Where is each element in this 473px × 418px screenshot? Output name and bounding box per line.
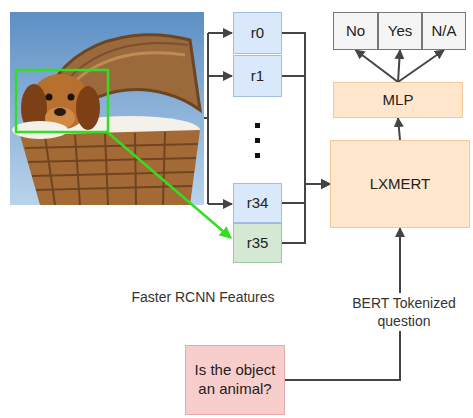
region-feature: r35 xyxy=(233,223,282,263)
caption-label: Faster RCNN Features xyxy=(115,287,291,307)
node-text: No xyxy=(346,22,365,41)
connector-arrow xyxy=(398,50,444,82)
model-box: LXMERT xyxy=(330,140,470,228)
answer-cell: N/A xyxy=(422,12,466,50)
node-text: r35 xyxy=(247,234,269,253)
node-text: LXMERT xyxy=(370,175,431,194)
feature-arrows xyxy=(204,33,232,204)
input-label: BERT Tokenized question xyxy=(343,293,465,331)
node-text: MLP xyxy=(383,91,414,110)
connector-arrow xyxy=(282,76,330,184)
node-text: N/A xyxy=(431,22,456,41)
connector-arrow xyxy=(398,50,400,82)
connector-arrow xyxy=(356,50,399,82)
region-feature: r0 xyxy=(233,12,282,54)
mlp-box: MLP xyxy=(333,82,463,118)
connector-arrow xyxy=(282,33,330,184)
connector-arrow xyxy=(398,118,400,140)
node-text: r0 xyxy=(251,24,264,43)
node-text: r1 xyxy=(251,67,264,86)
answer-cell: Yes xyxy=(378,12,422,50)
region-feature: r1 xyxy=(233,55,282,97)
node-text: Is the object an animal? xyxy=(190,361,280,399)
region-feature: r34 xyxy=(233,183,282,223)
detection-box xyxy=(16,70,108,132)
answer-cell: No xyxy=(333,12,378,50)
node-text: Yes xyxy=(388,22,412,41)
ellipsis-dots xyxy=(255,123,260,158)
dog-photo xyxy=(10,12,204,205)
node-text: r34 xyxy=(247,194,269,213)
question-box: Is the object an animal? xyxy=(185,345,285,415)
region-arrow xyxy=(106,131,231,238)
connector-arrow xyxy=(282,184,330,243)
